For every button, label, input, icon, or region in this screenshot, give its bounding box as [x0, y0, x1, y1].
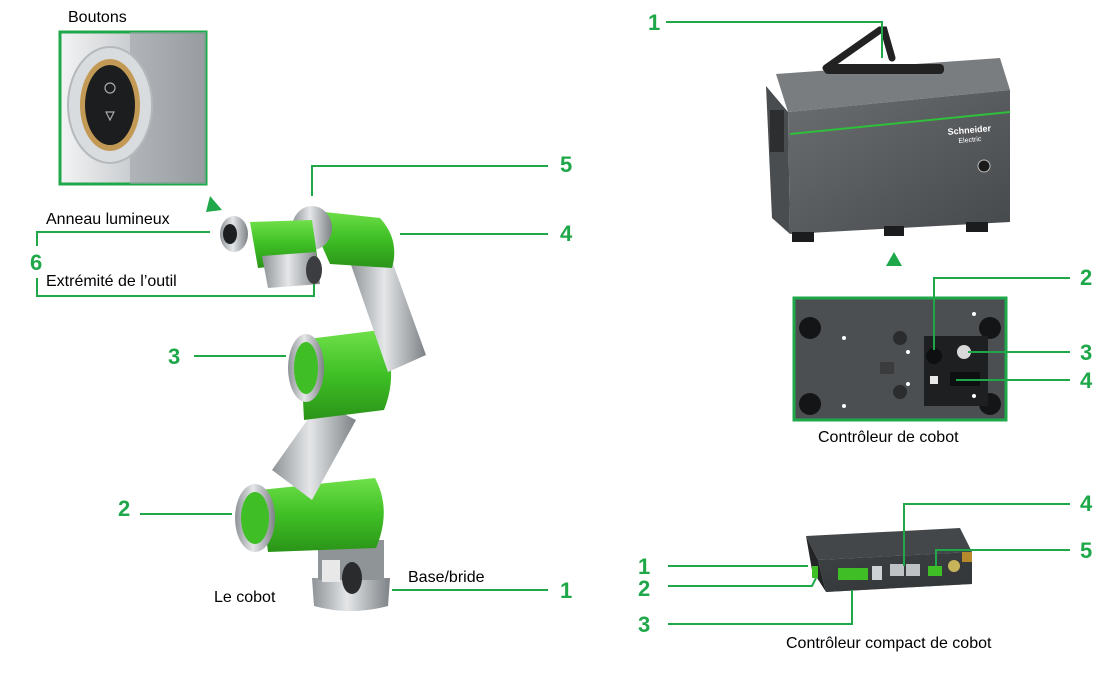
compact-callout-4: 4 — [1080, 491, 1093, 516]
cobot-callout-3: 3 — [168, 344, 181, 369]
cobot-callout-lines — [36, 165, 548, 591]
controller-callout-4: 4 — [1080, 368, 1093, 393]
compact-callout-3: 3 — [638, 612, 651, 637]
controller-callout-1: 1 — [648, 10, 661, 35]
cobot-callout-1: 1 — [560, 578, 573, 603]
compact-callout-2: 2 — [638, 576, 651, 601]
cobot-callout-5: 5 — [560, 152, 573, 177]
controller-callout-lines — [666, 21, 1070, 381]
controller-pointer-arrow — [886, 252, 902, 266]
compact-callout-lines — [668, 503, 1070, 625]
cobot-callout-6: 6 — [30, 250, 43, 275]
cobot-caption: Le cobot — [214, 589, 276, 606]
controller-callout-2: 2 — [1080, 265, 1093, 290]
light-ring-label: Anneau lumineux — [46, 211, 170, 228]
compact-controller-illustration — [806, 528, 972, 592]
base-flange-label: Base/bride — [408, 569, 485, 586]
cobot-callout-4: 4 — [560, 221, 573, 246]
buttons-label: Boutons — [68, 9, 127, 26]
buttons-zoom-inset — [58, 30, 208, 186]
cobot-callout-2: 2 — [118, 496, 131, 521]
brand-logo: Schneider Electric — [947, 123, 992, 146]
tool-end-label: Extrémité de l’outil — [46, 273, 177, 290]
inset-pointer-arrow — [206, 196, 222, 212]
cobot-arm-illustration — [220, 206, 426, 611]
controller-caption: Contrôleur de cobot — [818, 429, 959, 446]
compact-controller-caption: Contrôleur compact de cobot — [786, 635, 992, 652]
cobot-controller-illustration — [766, 26, 1011, 242]
controller-callout-3: 3 — [1080, 340, 1093, 365]
controller-underside-illustration — [792, 296, 1008, 422]
compact-callout-1: 1 — [638, 554, 651, 579]
compact-callout-5: 5 — [1080, 538, 1093, 563]
